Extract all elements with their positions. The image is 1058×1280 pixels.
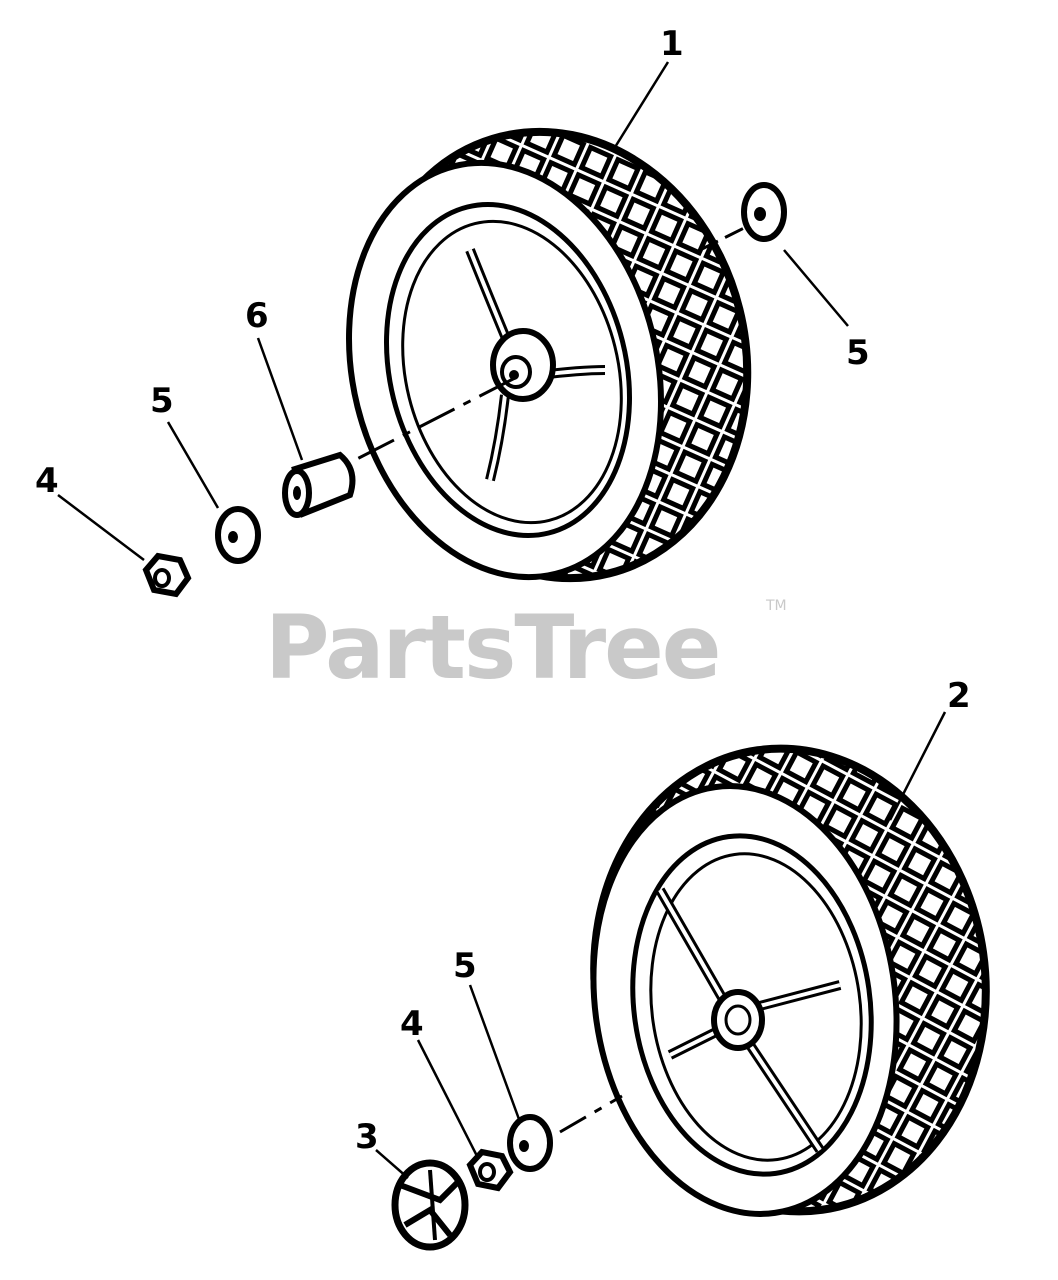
callouts: 1 2 3 4 4 5 5 5 6 <box>35 24 971 1157</box>
watermark-text: PartsTree <box>265 596 719 699</box>
leader-lines <box>57 61 947 1179</box>
callout-6: 6 <box>245 296 269 336</box>
hex-nut-lower <box>466 1148 514 1192</box>
callout-5-upper-right: 5 <box>846 333 870 373</box>
hubcap <box>391 1159 469 1251</box>
washer-upper-left <box>215 506 261 564</box>
assembly-lines <box>354 223 751 1134</box>
callout-5-upper-left: 5 <box>150 381 174 421</box>
washer-lower <box>507 1114 553 1172</box>
watermark-trademark: TM <box>765 598 787 614</box>
watermark: PartsTree TM <box>265 596 787 699</box>
callout-5-lower: 5 <box>453 946 477 986</box>
callout-1: 1 <box>660 24 684 64</box>
washer-upper-right <box>741 182 787 242</box>
wheel-lower <box>590 744 990 1217</box>
callout-3: 3 <box>355 1117 379 1157</box>
callout-4-lower: 4 <box>400 1004 424 1044</box>
bushing-spacer <box>282 451 356 518</box>
callout-2: 2 <box>947 676 971 716</box>
wheel-upper <box>346 127 752 583</box>
hex-nut-upper <box>142 552 192 598</box>
callout-4-upper: 4 <box>35 461 59 501</box>
